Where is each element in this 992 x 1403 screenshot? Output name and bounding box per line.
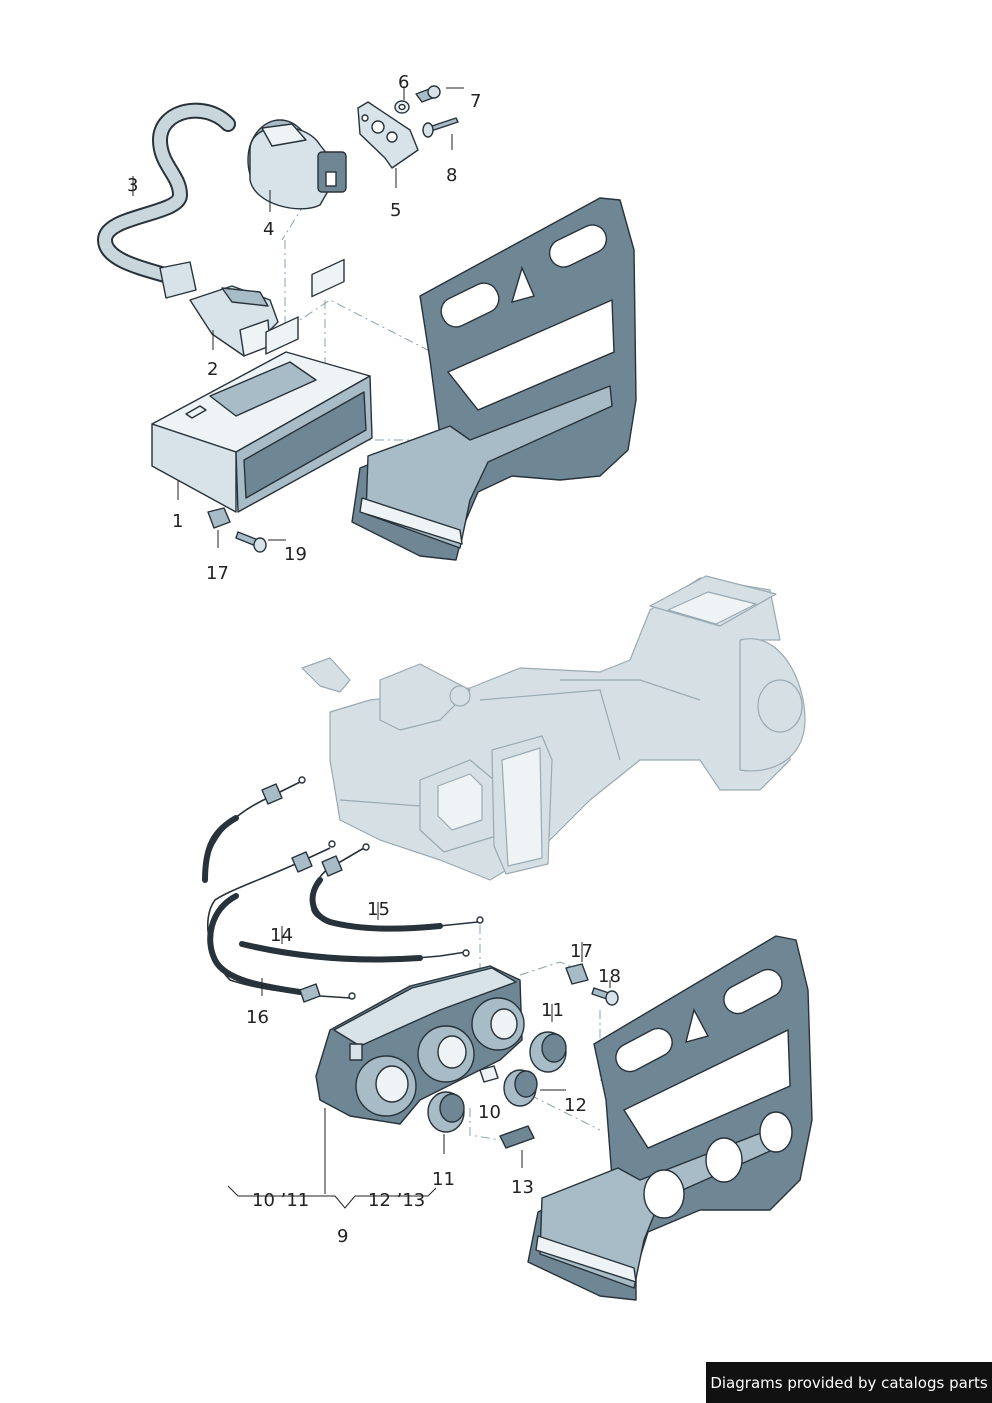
callout-labels: 3 4 2 1 5 6 7 8 17 19 15 14 16 17 18 11 … [127, 72, 621, 1247]
callout-12: 12 [564, 1095, 587, 1116]
callout-6: 6 [398, 72, 409, 93]
temperature-sensor [247, 119, 347, 210]
washer-and-screws [394, 85, 459, 138]
callout-19: 19 [284, 544, 307, 565]
callout-2: 2 [207, 359, 218, 380]
callout-group-12-13: 12 ’13 [368, 1190, 425, 1211]
climate-control-unit [151, 258, 373, 513]
callout-8: 8 [446, 165, 457, 186]
callout-11-lower: 11 [432, 1169, 455, 1190]
callout-17-lower: 17 [570, 941, 593, 962]
callout-5: 5 [390, 200, 401, 221]
dashboard-trim-upper [351, 197, 637, 561]
air-hose [96, 102, 236, 299]
callout-group-10-11: 10 ’11 [252, 1190, 309, 1211]
callout-4: 4 [263, 219, 274, 240]
heater-control-panel [315, 965, 525, 1125]
control-knobs [427, 1031, 567, 1149]
callout-15: 15 [367, 899, 390, 920]
diagram-credit-badge: Diagrams provided by catalogs parts [706, 1362, 992, 1403]
callout-17-upper: 17 [206, 563, 229, 584]
diagram-credit-text: Diagrams provided by catalogs parts [710, 1373, 988, 1392]
clip-and-bolt-upper [207, 507, 267, 553]
callout-14: 14 [270, 925, 293, 946]
callout-18: 18 [598, 966, 621, 987]
callout-16: 16 [246, 1007, 269, 1028]
heater-housing [301, 575, 806, 881]
callout-13: 13 [511, 1177, 534, 1198]
dashboard-trim-lower [527, 935, 813, 1301]
callout-3: 3 [127, 175, 138, 196]
callout-1: 1 [172, 511, 183, 532]
callout-7: 7 [470, 91, 481, 112]
control-cables [202, 776, 484, 1003]
duct-connector [189, 285, 279, 357]
callout-11-upper: 11 [541, 1000, 564, 1021]
clip-and-bolt-lower [565, 963, 619, 1006]
callout-9: 9 [337, 1226, 348, 1247]
leader-lines [132, 86, 611, 1209]
callout-10: 10 [478, 1102, 501, 1123]
mounting-bracket [357, 101, 419, 169]
